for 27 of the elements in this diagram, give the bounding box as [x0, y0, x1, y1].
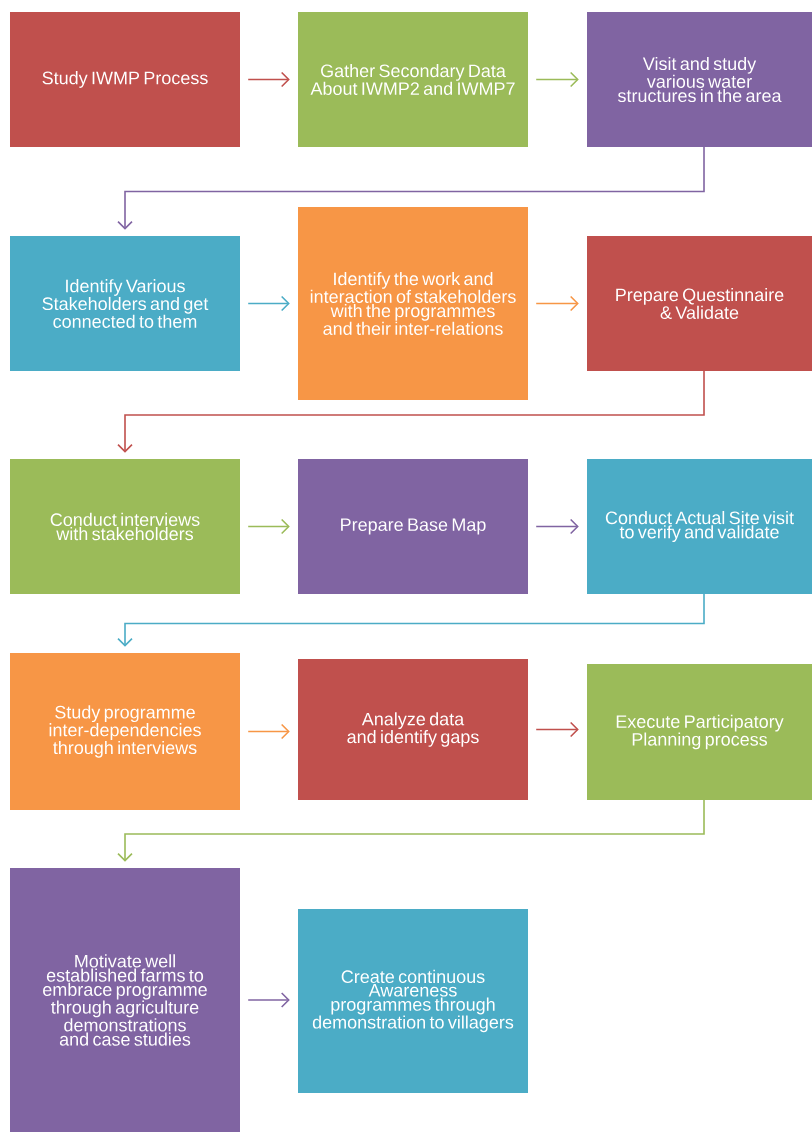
arrow	[247, 992, 290, 1008]
process-box: Identify the work and interaction of stakeholders with the programmes and their inter-relations	[298, 207, 528, 400]
arrow	[247, 295, 290, 312]
arrow	[117, 799, 705, 862]
process-box: Study IWMP Process	[10, 12, 240, 147]
process-box: Identify Various Stakeholders and get connected to them	[10, 236, 240, 371]
process-box: Conduct interviews with stakeholders	[10, 459, 240, 594]
arrow	[117, 593, 705, 647]
process-box: Prepare Questinnaire & Validate	[587, 236, 812, 371]
arrow	[247, 723, 290, 740]
process-box: Create continuous Awareness programmes through demonstration to villagers	[298, 909, 528, 1093]
process-box: Gather Secondary Data About IWMP2 and IWMP7	[298, 12, 528, 147]
arrow	[247, 71, 290, 88]
arrow	[535, 295, 579, 312]
process-box: Visit and study various water structures in the area	[587, 12, 812, 147]
arrow	[117, 146, 705, 230]
arrow	[535, 721, 579, 738]
process-box: Execute Participatory Planning process	[587, 664, 812, 800]
arrow	[247, 518, 290, 535]
process-box: Analyze data and identify gaps	[298, 659, 528, 800]
arrow	[117, 370, 705, 453]
process-box: Motivate well established farms to embrace programme through agriculture demonstrations and case studies	[10, 868, 240, 1132]
arrow	[535, 518, 579, 535]
process-box: Conduct Actual Site visit to verify and validate	[587, 459, 812, 594]
process-box: Prepare Base Map	[298, 459, 528, 594]
arrow	[535, 71, 579, 88]
process-box: Study programme inter-dependencies through interviews	[10, 653, 240, 810]
